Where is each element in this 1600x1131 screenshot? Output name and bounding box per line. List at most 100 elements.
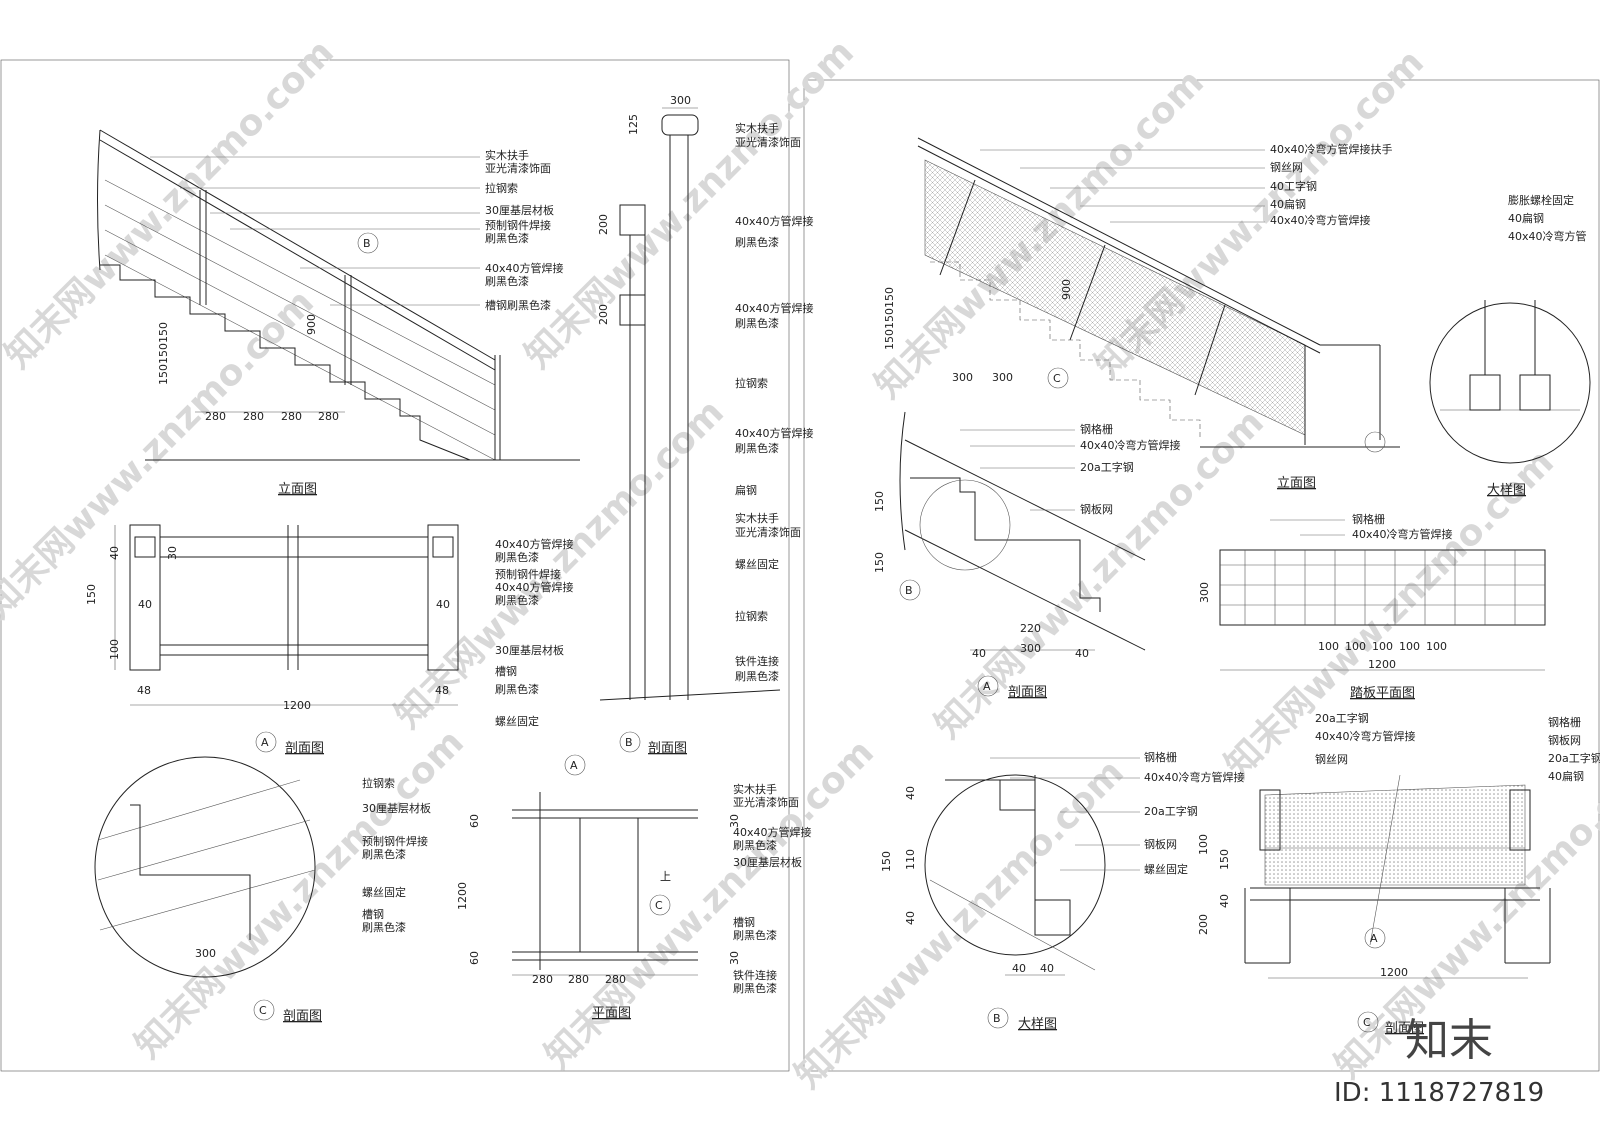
dimension-label: 100 — [1345, 640, 1366, 653]
annotation-label: 钢格栅 — [1548, 715, 1581, 729]
note: 预制钢件焊接 — [485, 218, 551, 232]
annotation-label: 钢丝网 — [1270, 161, 1303, 174]
note: 刷黑色漆 — [485, 231, 529, 245]
sheet2-section-a: 钢格栅 40x40冷弯方管焊接 20a工字钢 钢板网 150 150 220 3… — [873, 411, 1181, 700]
annotation-label: 亚光清漆饰面 — [733, 795, 799, 809]
annotation-label: 40x40冷弯方管焊接 — [1270, 213, 1371, 227]
annotation-label: 刷黑色漆 — [733, 928, 777, 942]
dimension-label: 40 — [972, 647, 986, 660]
dimension-label: B — [905, 584, 913, 597]
dim-vertical: 150150150 — [157, 322, 170, 385]
dimension-label: 125 — [627, 114, 640, 135]
dimension-label: 280 — [532, 973, 553, 986]
annotation-label: 40x40方管焊接 — [495, 580, 574, 594]
dimension-label: 300 — [952, 371, 973, 384]
dimension-label: 100 — [1372, 640, 1393, 653]
watermark: 知末网www.znzmo.com — [517, 32, 861, 376]
section-a-title: 剖面图 — [1008, 685, 1047, 700]
annotation-label: 膨胀螺栓固定 — [1508, 193, 1574, 207]
detail-b-title: 大样图 — [1018, 1017, 1057, 1032]
dimension-label: 150 — [85, 584, 98, 605]
dimension-label: 40 — [138, 598, 152, 611]
annotation-label: 槽钢 — [733, 916, 755, 929]
dimension-label: 100 — [108, 639, 121, 660]
annotation-label: 刷黑色漆 — [733, 981, 777, 995]
section-c-marker: C — [259, 1004, 267, 1017]
dimension-label: 48 — [137, 684, 151, 697]
annotation-label: 刷黑色漆 — [362, 920, 406, 934]
dimension-label: 200 — [597, 214, 610, 235]
dim-280: 280 — [205, 410, 226, 423]
dimension-label: 40 — [436, 598, 450, 611]
sheet1-section-b: 300 125 200 200 实木扶手 亚光清漆饰面 40x40方管焊接 刷黑… — [597, 94, 814, 756]
annotation-label: 40x40冷弯方管焊接扶手 — [1270, 142, 1393, 156]
annotation-label: 40扁钢 — [1270, 198, 1306, 211]
annotation-label: 40x40冷弯方管 — [1508, 229, 1587, 243]
annotation-label: 槽钢 — [495, 665, 517, 678]
dimension-label: 220 — [1020, 622, 1041, 635]
annotation-label: 刷黑色漆 — [495, 682, 539, 696]
annotation-label: 刷黑色漆 — [495, 593, 539, 607]
annotation-label: 槽钢 — [362, 908, 384, 921]
annotation-label: 铁件连接 — [735, 655, 779, 668]
annotation-label: 拉钢索 — [362, 776, 395, 790]
dimension-label: A — [570, 759, 578, 772]
sheet2-detail-b: 钢格栅 40x40冷弯方管焊接 20a工字钢 钢板网 螺丝固定 40 110 4… — [880, 750, 1245, 1032]
dimension-label: 300 — [195, 947, 216, 960]
sheet2-section-c: 20a工字钢 40x40冷弯方管焊接 钢丝网 钢格栅 钢板网 20a工字钢 40… — [1197, 711, 1600, 1036]
section-a-title: 剖面图 — [285, 741, 324, 756]
annotation-label: 钢格栅 — [1352, 512, 1385, 526]
annotation-label: 拉钢索 — [735, 376, 768, 390]
note: 30厘基层材板 — [485, 203, 554, 217]
dimension-label: 300 — [1198, 582, 1211, 603]
plan-title: 平面图 — [592, 1006, 631, 1021]
section-c-title: 剖面图 — [1385, 1021, 1424, 1036]
annotation-label: 40工字钢 — [1270, 179, 1317, 193]
annotation-label: 实木扶手 — [735, 121, 779, 135]
section-a-marker: A — [983, 680, 991, 693]
annotation-label: 40x40方管焊接 — [735, 426, 814, 440]
annotation-label: 钢板网 — [1080, 502, 1113, 516]
dimension-label: 1200 — [1368, 658, 1396, 671]
dimension-label: 100 — [1318, 640, 1339, 653]
annotation-label: 40扁钢 — [1508, 212, 1544, 225]
note: 拉钢索 — [485, 181, 518, 195]
annotation-label: 拉钢索 — [735, 609, 768, 623]
brand-logo: 知末 — [1405, 1015, 1493, 1066]
dim-280: 280 — [243, 410, 264, 423]
dimension-label: 30 — [728, 814, 741, 828]
dimension-label: 60 — [468, 951, 481, 965]
annotation-label: 钢丝网 — [1315, 753, 1348, 766]
annotation-label: 30厘基层材板 — [733, 855, 802, 869]
dimension-label: 40 — [1075, 647, 1089, 660]
note: 刷黑色漆 — [485, 274, 529, 288]
tread-plan-title: 踏板平面图 — [1350, 686, 1415, 701]
annotation-label: 40x40方管焊接 — [735, 214, 814, 228]
annotation-label: 刷黑色漆 — [735, 669, 779, 683]
dimension-label: 300 — [1020, 642, 1041, 655]
sheet1-elevation: B 280 280 280 280 150150150 900 实木扶手 亚光清… — [97, 129, 580, 497]
annotation-label: 螺丝固定 — [495, 714, 539, 728]
annotation-label: 40x40方管焊接 — [735, 301, 814, 315]
elevation-marker-b: B — [363, 237, 371, 250]
section-a-marker: A — [261, 736, 269, 749]
note: 40x40方管焊接 — [485, 261, 564, 275]
section-b-marker: B — [625, 736, 633, 749]
note: 槽钢刷黑色漆 — [485, 298, 551, 312]
annotation-label: 20a工字钢 — [1315, 711, 1369, 725]
annotation-label: 40x40方管焊接 — [495, 537, 574, 551]
dimension-label: 48 — [435, 684, 449, 697]
dimension-label: 300 — [670, 94, 691, 107]
annotation-label: 预制钢件焊接 — [362, 834, 428, 848]
elevation-title: 立面图 — [278, 482, 317, 497]
annotation-label: 钢格栅 — [1080, 422, 1113, 436]
dimension-label: 150 — [1218, 849, 1231, 870]
annotation-label: 40x40冷弯方管焊接 — [1315, 729, 1416, 743]
dimension-label: 40 — [904, 786, 917, 800]
dimension-label: 110 — [904, 849, 917, 870]
annotation-label: 螺丝固定 — [1144, 862, 1188, 876]
annotation-label: 20a工字钢 — [1080, 460, 1134, 474]
detail-b-marker: B — [993, 1012, 1001, 1025]
annotation-label: 刷黑色漆 — [735, 235, 779, 249]
sheet2-tread-plan: 钢格栅 40x40冷弯方管焊接 300 100 100 100 100 100 … — [1198, 512, 1546, 701]
